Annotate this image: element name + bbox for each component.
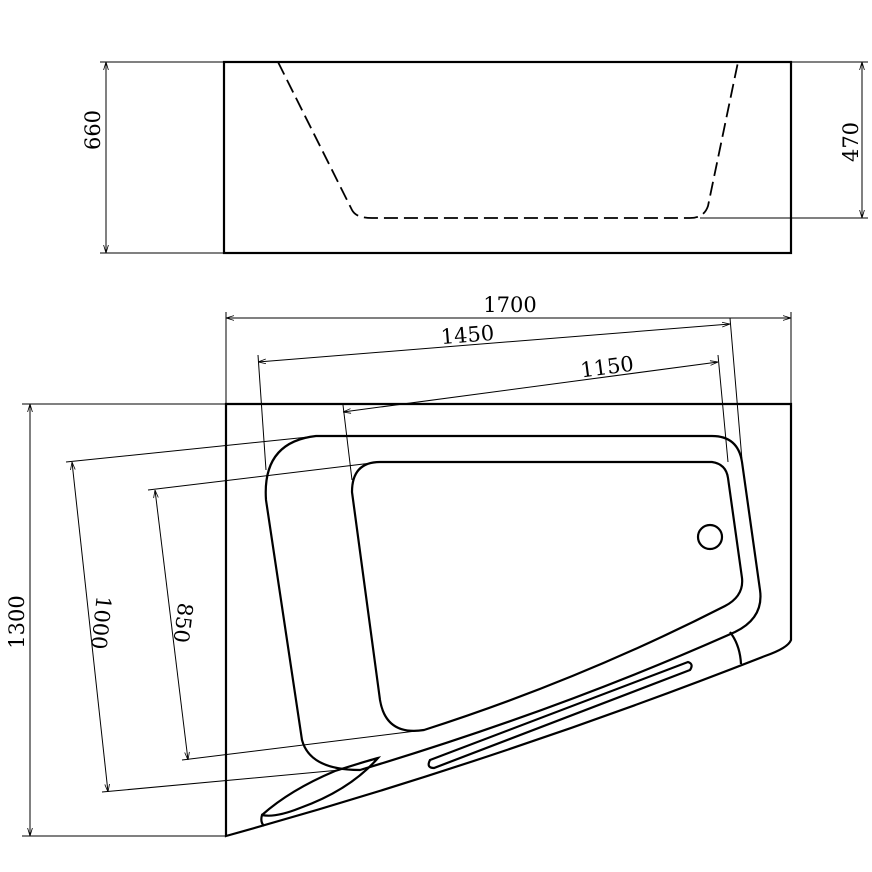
overflow-slot (427, 660, 693, 770)
plan-view: 1700 1450 1150 1300 1000 850 (5, 293, 793, 838)
label-850: 850 (169, 601, 198, 644)
dimension-1000 (72, 462, 108, 792)
label-1150: 1150 (579, 352, 635, 383)
label-1450: 1450 (440, 321, 495, 349)
tub-side-outline (222, 60, 793, 255)
tub-outer-outline (224, 402, 793, 838)
label-1300: 1300 (5, 595, 29, 648)
label-1000: 1000 (86, 595, 115, 651)
extension-lines (100, 61, 868, 254)
tub-basin (350, 460, 744, 732)
extension-lines (22, 312, 792, 837)
label-1700: 1700 (483, 293, 536, 317)
dimension-1150 (343, 362, 718, 412)
dimension-1450 (258, 324, 730, 362)
label-660: 660 (81, 110, 105, 150)
corner-seam (729, 631, 743, 665)
drain-icon (696, 523, 724, 551)
front-handle (260, 756, 382, 827)
tub-inner-hidden-line (277, 61, 739, 219)
dimension-850 (155, 490, 188, 760)
side-elevation: 660 470 (81, 60, 868, 255)
tub-rim (264, 434, 762, 772)
label-470: 470 (839, 122, 863, 162)
